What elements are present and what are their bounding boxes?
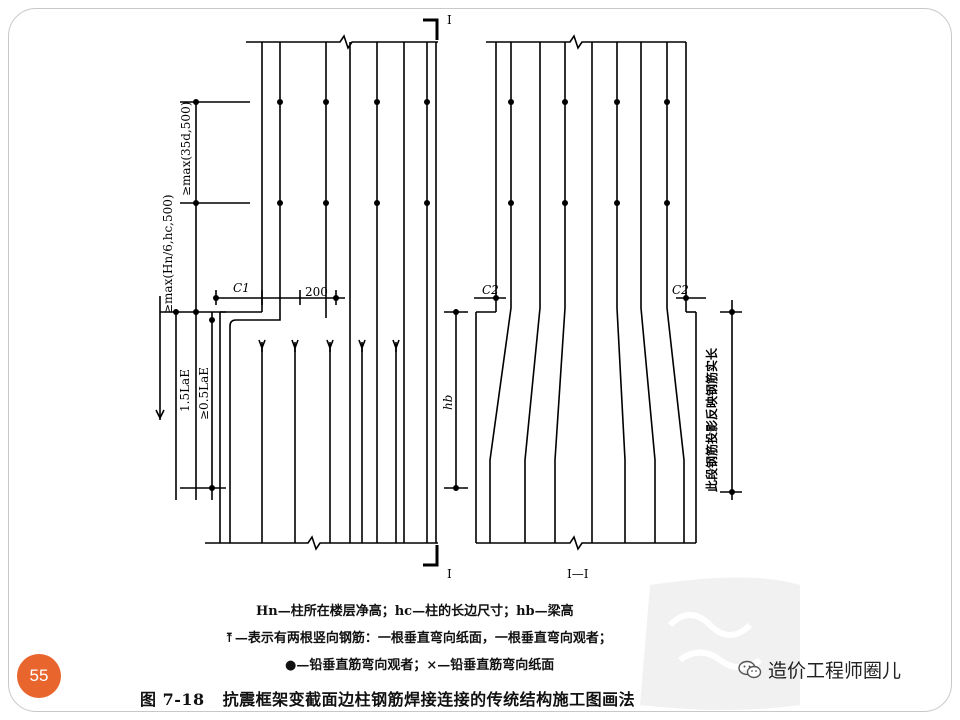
dim-c1: C1 <box>233 281 250 295</box>
dim-200: 200 <box>305 285 328 299</box>
section-label-top: I <box>447 13 452 27</box>
dim-max-35d: ≥max(35d,500) <box>179 102 193 196</box>
page-number-badge: 55 <box>17 654 61 698</box>
legend-line-1: Hn—柱所在楼层净高；hc—柱的长边尺寸；hb—梁高 <box>256 604 574 619</box>
figure-title: 图 7-18 抗震框架变截面边柱钢筋焊接连接的传统结构施工图画法 <box>140 686 635 710</box>
section-caption: I—I <box>567 567 589 581</box>
wechat-icon <box>738 660 762 678</box>
top-break-line-right <box>486 34 686 50</box>
slide-frame <box>8 8 952 712</box>
vertical-note: 此段钢筋投影反映钢筋实长 <box>704 347 719 492</box>
section-label-bottom: I <box>447 567 452 581</box>
bottom-break-line-right <box>476 535 696 551</box>
legend-line-2: ⤒—表示有两根竖向钢筋：一根垂直弯向纸面，一根垂直弯向观者； <box>224 631 612 646</box>
figure-number: 图 7-18 <box>140 690 205 709</box>
dim-c2-right: C2 <box>672 283 689 297</box>
dim-c2-left: C2 <box>482 283 499 297</box>
dim-lae-1-5: 1.5LaE <box>178 369 192 412</box>
dim-hb: hb <box>441 395 455 410</box>
top-break-line-left <box>246 34 438 50</box>
dim-max-hn: ≥max(Hn/6,hc,500) <box>161 194 175 314</box>
watermark: 造价工程师圈儿 <box>738 656 901 683</box>
figure-title-text: 抗震框架变截面边柱钢筋焊接连接的传统结构施工图画法 <box>222 690 636 709</box>
dim-lae-0-5: ≥0.5LaE <box>197 367 211 420</box>
watermark-text: 造价工程师圈儿 <box>768 660 902 682</box>
legend-line-3: ●—铅垂直筋弯向观者；×—铅垂直筋弯向纸面 <box>285 658 555 673</box>
stamp-watermark <box>640 577 800 710</box>
bottom-break-line-left <box>205 535 438 551</box>
